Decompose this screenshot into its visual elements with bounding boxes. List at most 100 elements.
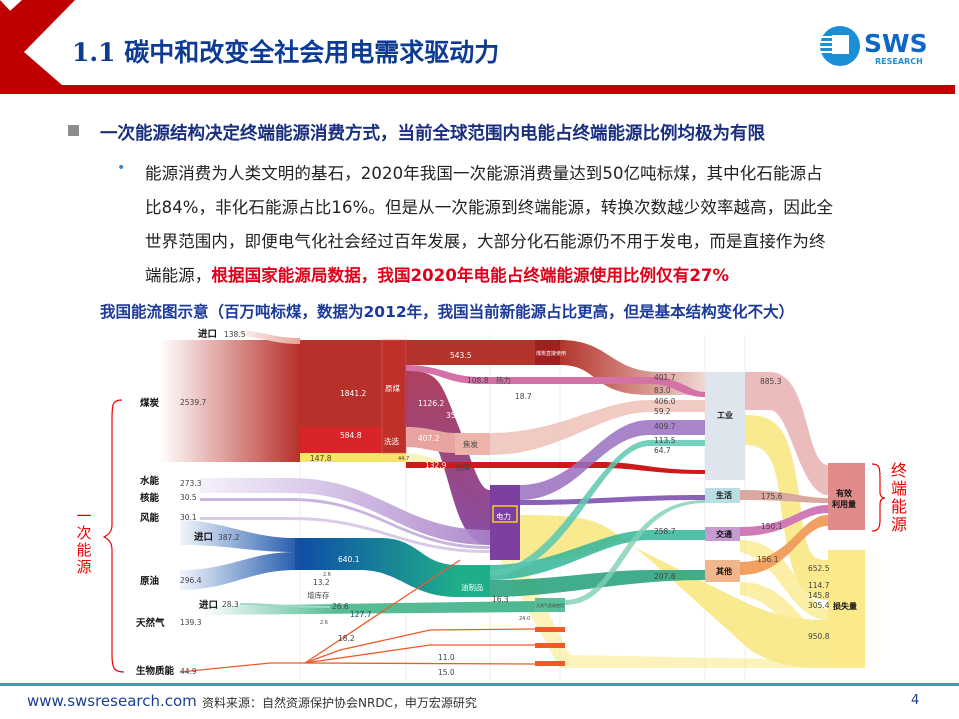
footer-url-link[interactable]: www.swsresearch.com: [27, 692, 197, 710]
svg-text:24.0: 24.0: [519, 616, 530, 622]
svg-text:28.3: 28.3: [222, 600, 239, 609]
svg-text:18.2: 18.2: [338, 634, 355, 643]
svg-text:296.4: 296.4: [180, 576, 202, 585]
body-line-4-text: 端能源，: [145, 266, 212, 285]
svg-text:640.1: 640.1: [338, 555, 360, 564]
loss-label: 损失量: [833, 601, 857, 611]
svg-text:2539.7: 2539.7: [180, 398, 206, 407]
svg-text:30.1: 30.1: [180, 513, 197, 522]
svg-text:139.3: 139.3: [180, 618, 202, 627]
body-line-4: 端能源，根据国家能源局数据，我国2020年电能占终端能源使用比例仅有27%: [145, 262, 729, 286]
coke-to-industry: [490, 400, 705, 455]
svg-text:584.8: 584.8: [340, 431, 362, 440]
svg-text:1841.2: 1841.2: [340, 389, 366, 398]
hydro-label: 水能: [140, 475, 160, 487]
other-label: 其他: [716, 566, 732, 576]
svg-text:145.8: 145.8: [808, 591, 830, 600]
residential-node: [705, 488, 740, 503]
coal-direct-node: [535, 340, 560, 365]
svg-text:138.5: 138.5: [224, 330, 246, 339]
coal-import-label: 进口: [198, 328, 217, 340]
svg-text:59.2: 59.2: [654, 407, 671, 416]
svg-text:885.3: 885.3: [760, 377, 782, 386]
sws-logo: SWS RESEARCH: [818, 22, 948, 72]
body-line-2: 比84%，非化石能源占比16%。但是从一次能源到终端能源，转换次数越少效率越高，…: [145, 198, 834, 217]
oil-to-transport: [490, 530, 705, 580]
oil-import-flow: [180, 520, 295, 552]
coal-label: 煤炭: [140, 397, 160, 409]
svg-text:1126.2: 1126.2: [418, 399, 444, 408]
svg-text:83.0: 83.0: [654, 386, 671, 395]
coal-to-coke-flow: [406, 427, 455, 453]
industry-to-useful: [745, 372, 828, 495]
svg-text:13.2: 13.2: [313, 578, 330, 587]
residential-label: 生活: [716, 490, 732, 500]
hydro-flow: [200, 478, 490, 545]
svg-text:煤炭直接使用: 煤炭直接使用: [536, 350, 566, 357]
nuclear-flow: [200, 498, 490, 549]
coke-node: [455, 433, 490, 455]
svg-text:35.2: 35.2: [446, 411, 463, 420]
primary-energy-label: 一次能源: [76, 507, 92, 576]
svg-text:127.7: 127.7: [350, 610, 372, 619]
gas-label: 天然气: [136, 617, 165, 629]
useful-label: 有效: [836, 488, 852, 498]
oil-to-other: [490, 570, 705, 597]
oil-import-label: 进口: [194, 531, 213, 543]
svg-text:175.6: 175.6: [761, 492, 783, 501]
industry-node: [705, 372, 745, 480]
svg-text:RESEARCH: RESEARCH: [875, 57, 923, 66]
svg-text:207.8: 207.8: [654, 572, 676, 581]
left-brace: [102, 399, 125, 673]
other-node: [705, 560, 740, 582]
svg-text:950.8: 950.8: [808, 632, 830, 641]
wash-coal-flow: [406, 462, 705, 474]
nuclear-label: 核能: [140, 492, 160, 504]
svg-text:114.7: 114.7: [808, 581, 830, 590]
power-label: 电力: [496, 511, 511, 521]
coal-yellow-flow: [300, 453, 406, 462]
wind-label: 风能: [140, 512, 160, 524]
gas-flow: [200, 601, 535, 615]
body-line-1: 能源消费为人类文明的基石，2020年我国一次能源消费量达到50亿吨标煤，其中化石…: [145, 164, 823, 183]
wind-flow: [200, 517, 490, 553]
svg-text:273.3: 273.3: [180, 479, 202, 488]
svg-text:387.2: 387.2: [218, 533, 240, 542]
diagram-caption: 我国能流图示意（百万吨标煤，数据为2012年，我国当前新能源占比更高，但是基本结…: [100, 303, 795, 321]
page-number: 4: [911, 693, 920, 708]
svg-text:652.5: 652.5: [808, 564, 830, 573]
header-decoration: [0, 0, 955, 94]
svg-text:44.7: 44.7: [398, 456, 409, 462]
svg-text:18.7: 18.7: [515, 392, 532, 401]
svg-text:15.0: 15.0: [438, 668, 455, 677]
svg-text:30.5: 30.5: [180, 493, 197, 502]
svg-text:407.2: 407.2: [418, 434, 440, 443]
right-brace: [871, 463, 886, 532]
body-line-3: 世界范围内，即便电气化社会经过百年发展，大部分化石能源仍不用于发电，而是直接作为…: [145, 232, 826, 251]
svg-text:焦炭: 焦炭: [463, 439, 478, 449]
svg-text:热力: 热力: [496, 375, 511, 385]
svg-text:406.0: 406.0: [654, 397, 676, 406]
biomass-label: 生物质能: [136, 665, 175, 677]
svg-text:108.8: 108.8: [467, 376, 489, 385]
svg-text:401.7: 401.7: [654, 373, 676, 382]
svg-text:SWS: SWS: [864, 29, 928, 58]
page-title: 1.1 碳中和改变全社会用电需求驱动力: [72, 38, 500, 67]
loss-node: [828, 550, 865, 668]
svg-text:64.7: 64.7: [654, 446, 671, 455]
svg-text:44.9: 44.9: [180, 667, 197, 676]
svg-text:543.5: 543.5: [450, 351, 472, 360]
svg-text:305.4: 305.4: [808, 601, 830, 610]
svg-text:2.6: 2.6: [320, 620, 328, 626]
power-to-industry: [520, 420, 705, 500]
svg-text:原煤: 原煤: [385, 383, 400, 393]
bullet-dot-icon: •: [117, 160, 126, 176]
industry-label: 工业: [717, 410, 733, 420]
crude-to-products-flow: [300, 538, 458, 597]
svg-text:132.9: 132.9: [425, 461, 447, 470]
highlight-text: 根据国家能源局数据，我国2020年电能占终端能源使用比例仅有27%: [211, 266, 730, 285]
footer-source: 资料来源：自然资源保护协会NRDC，申万宏源研究: [202, 696, 477, 710]
heat-flow: [406, 365, 705, 397]
gas-direct-node: [535, 598, 565, 612]
